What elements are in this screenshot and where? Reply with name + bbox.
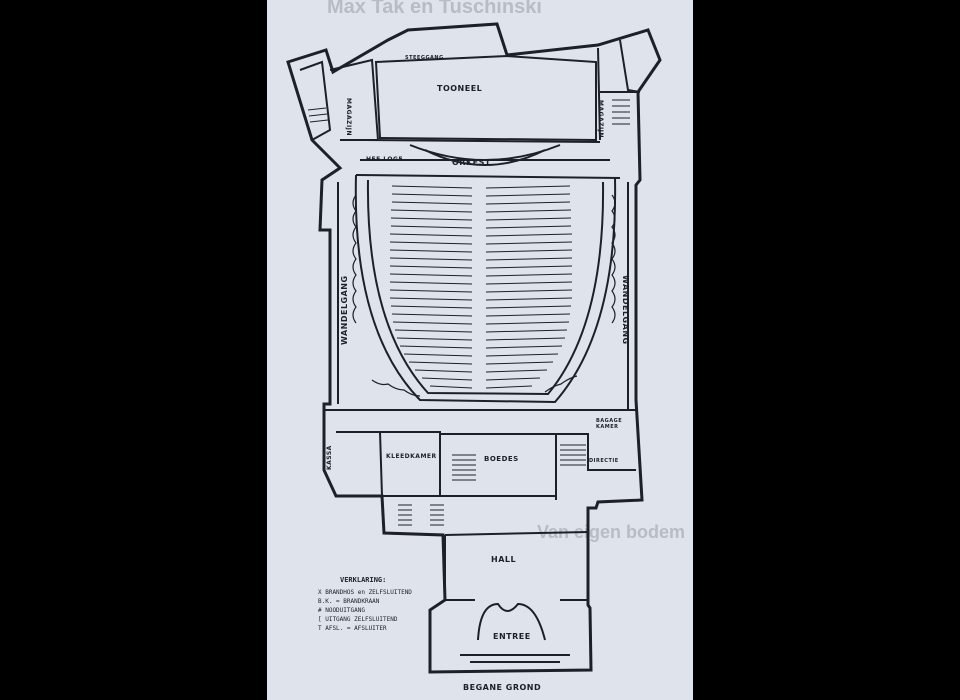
orchestra-label: ORKEST [452, 158, 491, 167]
bar-label: BOEDES [484, 455, 519, 463]
right-foyer-label: WANDELGANG [621, 275, 630, 345]
legend-title: VERKLARING: [340, 576, 387, 584]
stage-label: TOONEEL [437, 84, 483, 93]
cashier-label: KASSA [326, 445, 333, 470]
entrance-label: ENTREE [493, 632, 531, 641]
ground-floor-label: BEGANE GROND [463, 683, 542, 692]
stage-door-label: STEEGGANG [405, 55, 444, 61]
left-foyer-label: WANDELGANG [340, 275, 349, 345]
hall-label: HALL [491, 555, 517, 564]
right-wing-room-label: MAGAZIJN [597, 100, 604, 139]
left-wing-room-label: MAGAZIJN [345, 98, 352, 137]
legend-item: # NOODUITGANG [318, 607, 365, 614]
legend-item: B.K. = BRANDKRAAN [318, 598, 380, 605]
legend-item: T AFSL. = AFSLUITER [318, 625, 387, 632]
directorate-label: DIRECTIE [589, 458, 619, 464]
legend-item: [ UITGANG ZELFSLUITEND [318, 616, 398, 623]
background-heading-middle: Van eigen bodem [537, 522, 686, 542]
right-service-label: BAGAGE KAMER [596, 418, 623, 430]
cloakroom-label: KLEEDKAMER [386, 453, 437, 460]
legend-item: X BRANDHOS en ZELFSLUITEND [318, 589, 412, 596]
private-box-label: HEE LOGE [366, 156, 404, 163]
background-heading-top: Max Tak en Tuschinski [327, 0, 542, 18]
